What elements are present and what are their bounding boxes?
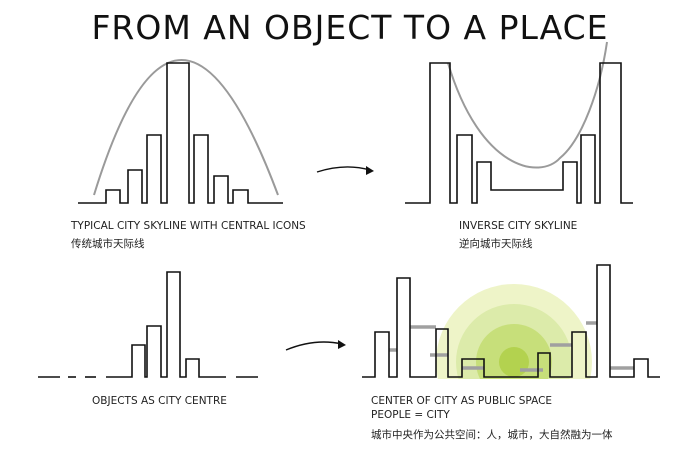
public-space-caption: CENTER OF CITY AS PUBLIC SPACE bbox=[371, 395, 553, 407]
typical-skyline-outline bbox=[78, 62, 283, 204]
transition-arrow-top bbox=[316, 166, 374, 175]
public-space-outline bbox=[362, 264, 660, 378]
inverse-skyline-curve bbox=[447, 41, 608, 169]
typical-skyline-caption: TYPICAL CITY SKYLINE WITH CENTRAL ICONS bbox=[71, 220, 306, 232]
transition-arrow-bottom bbox=[285, 340, 346, 351]
walkways bbox=[389, 321, 634, 372]
public-space-caption-people: PEOPLE = CITY bbox=[371, 409, 450, 421]
inverse-skyline-outline bbox=[405, 62, 633, 204]
green-core bbox=[499, 347, 529, 377]
objects-centre-panel bbox=[38, 271, 258, 378]
inverse-skyline-caption-cn: 逆向城市天际线 bbox=[459, 238, 533, 250]
typical-skyline-curve bbox=[93, 59, 279, 196]
diagram-title: FROM AN OBJECT TO A PLACE bbox=[91, 8, 609, 47]
inverse-skyline-panel bbox=[405, 41, 633, 204]
typical-skyline-caption-cn: 传统城市天际线 bbox=[71, 238, 145, 250]
objects-centre-caption: OBJECTS AS CITY CENTRE bbox=[92, 395, 227, 407]
objects-centre-outline bbox=[106, 271, 226, 378]
typical-skyline-panel bbox=[78, 59, 283, 204]
public-space-caption-cn: 城市中央作为公共空间：人，城市，大自然融为一体 bbox=[371, 429, 613, 441]
public-space-panel bbox=[362, 264, 660, 449]
inverse-skyline-caption: INVERSE CITY SKYLINE bbox=[459, 220, 578, 232]
